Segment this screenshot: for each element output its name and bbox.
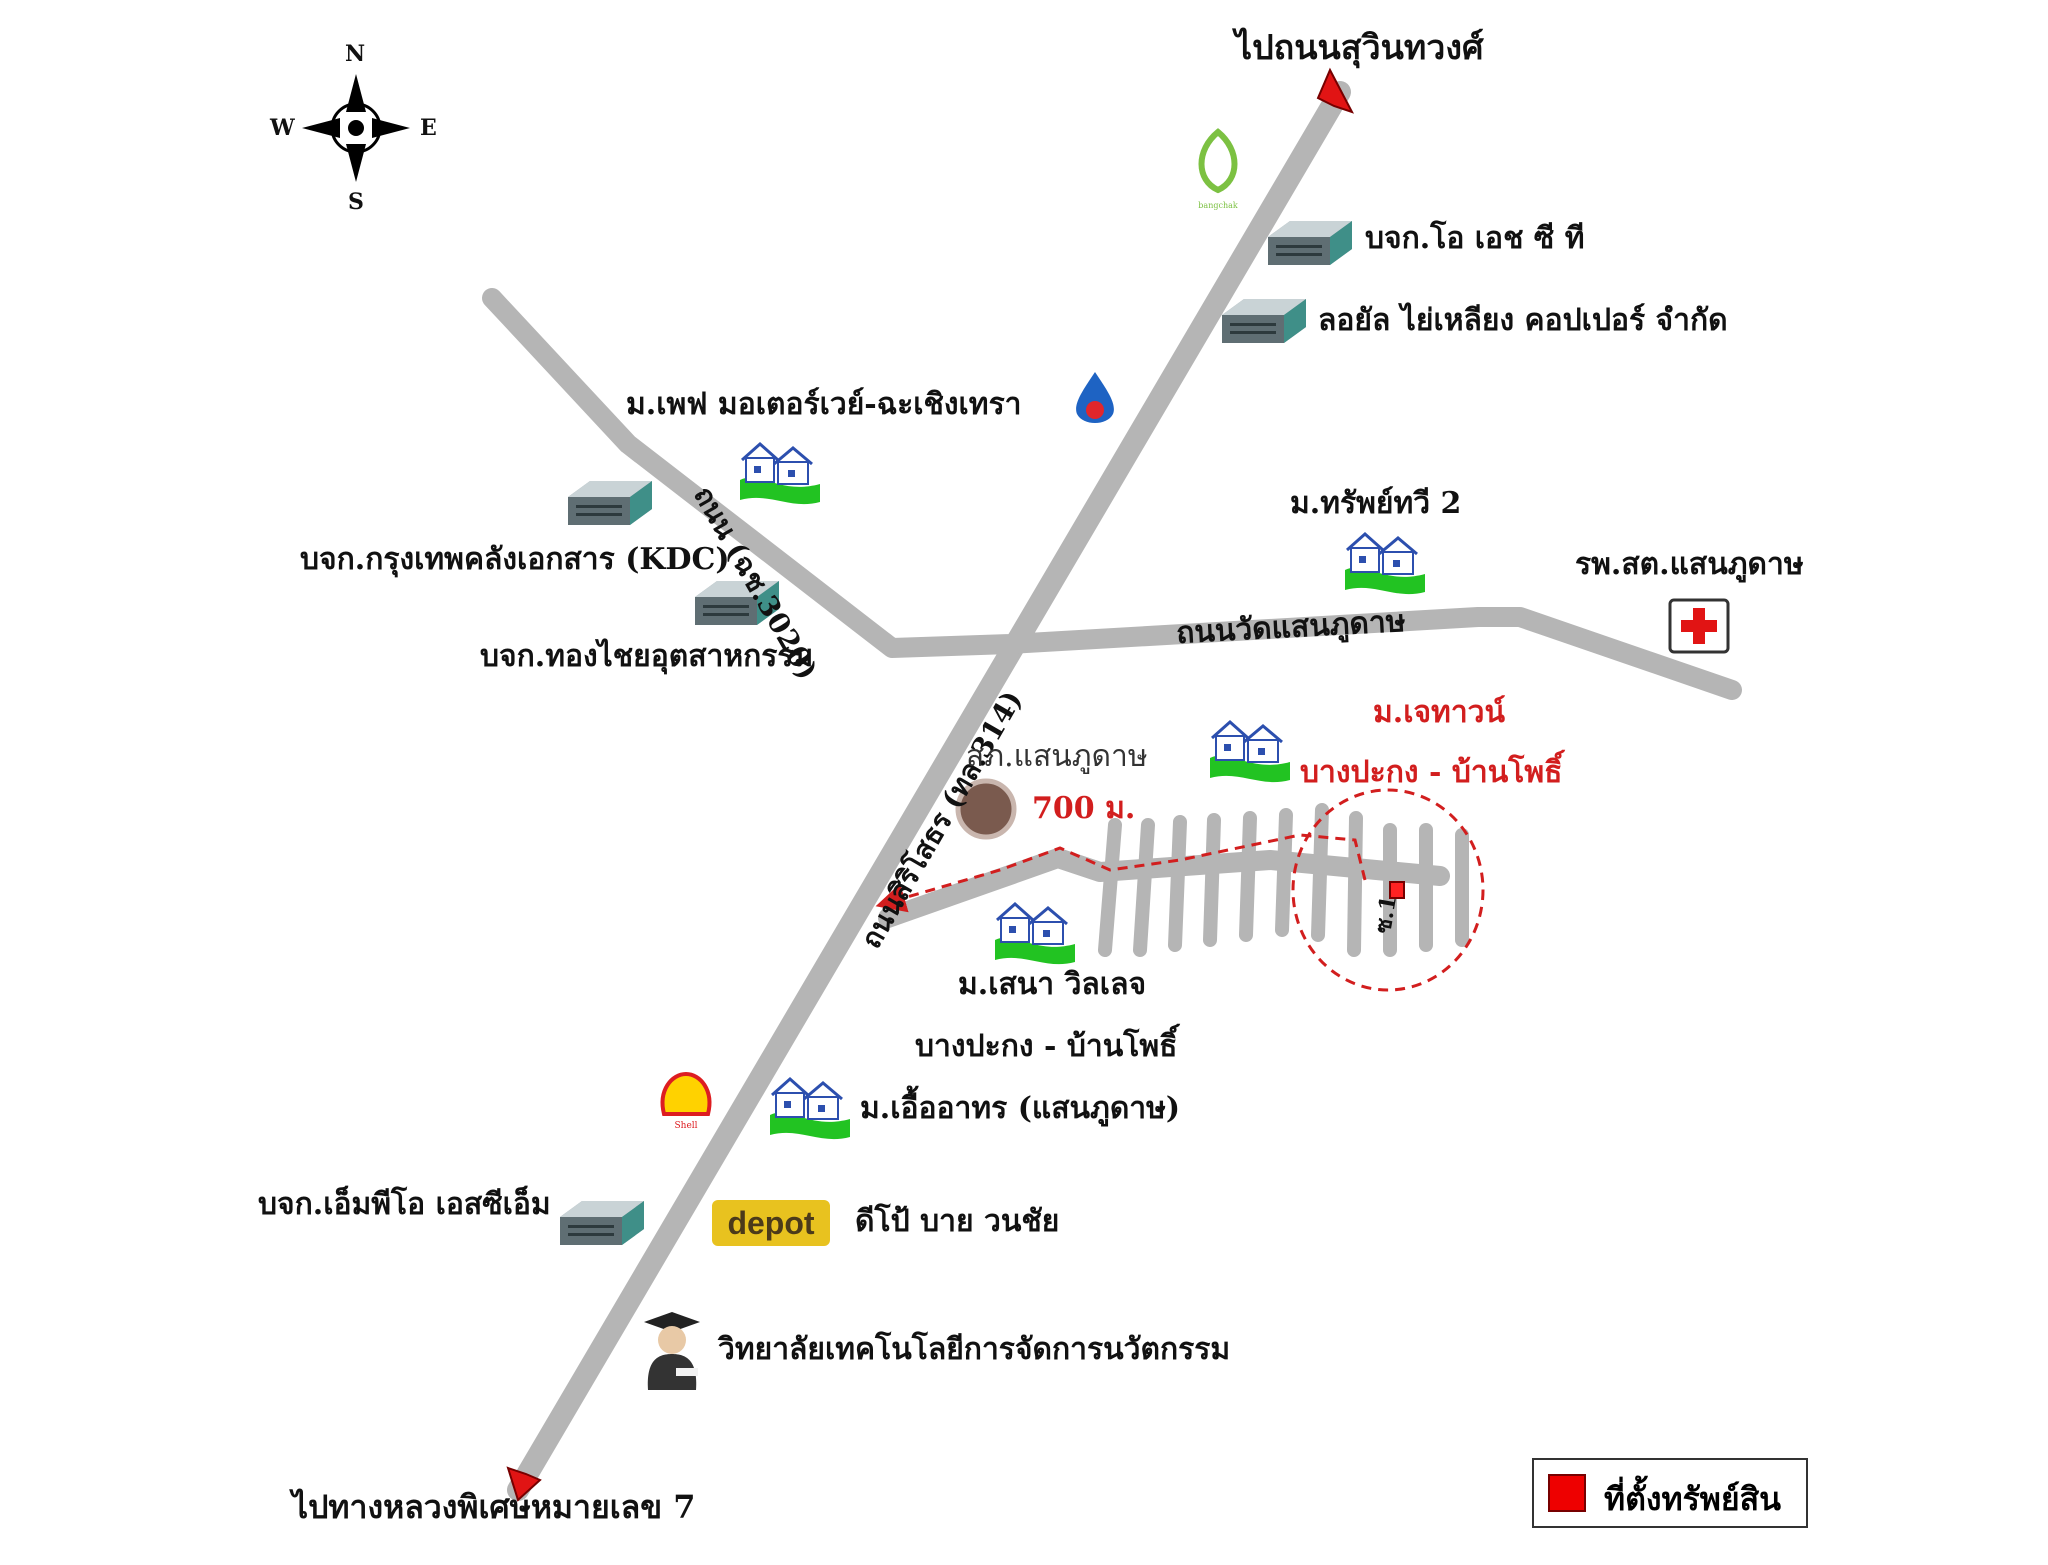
shell-logo-icon: Shell [660,1071,712,1131]
jtown-label: ม.เจทาวน์ [1373,695,1506,730]
compass-west: W [270,115,295,141]
hospital-icon [1668,598,1730,654]
property-marker [1389,881,1405,899]
legend: ที่ตั้งทรัพย์สิน [1532,1458,1808,1528]
oht-label: บจก.โอ เอช ซี ที [1365,221,1585,256]
house-icon [768,1077,852,1141]
hospital-label: รพ.สต.แสนภูดาษ [1575,547,1804,582]
sena-sub-label: บางปะกง - บ้านโพธิ์ [915,1029,1178,1064]
house-icon [738,442,822,506]
bangchak-logo-icon: bangchak [1198,128,1238,210]
depot-logo-icon: depot [712,1200,830,1246]
warehouse-icon [560,1201,644,1245]
house-icon [993,902,1077,966]
college-label: วิทยาลัยเทคโนโลยีการจัดการนวัตกรรม [718,1332,1231,1367]
warehouse-icon [1268,221,1352,265]
legend-swatch [1548,1474,1586,1512]
police-label: สภ.แสนภูดาษ [966,739,1148,774]
sap-label: ม.ทรัพย์ทวี 2 [1290,486,1462,521]
sena-label: ม.เสนา วิลเลจ [958,967,1147,1002]
kdc-label: บจก.กรุงเทพคลังเอกสาร (KDC) [300,542,730,577]
warehouse-icon [568,481,652,525]
graduate-icon [644,1312,700,1390]
svg-text:depot: depot [727,1205,814,1241]
warehouse-icon [1222,299,1306,343]
ptt-logo-icon [1076,372,1114,423]
thongchai-label: บจก.ทองไชยอุตสาหกรรม [480,639,814,674]
north-destination-arrow [1316,67,1355,114]
secondary-road-line [482,288,1742,700]
house-icon [1343,532,1427,596]
roads [482,81,1742,1501]
south-destination-label: ไปทางหลวงพิเศษหมายเลข 7 [292,1488,696,1526]
compass-north: N [345,41,366,67]
depot-label: ดีโป้ บาย วนชัย [855,1204,1060,1239]
main-road-line [507,81,1351,1501]
svg-text:bangchak: bangchak [1198,201,1238,210]
legend-label: ที่ตั้งทรัพย์สิน [1604,1480,1782,1518]
distance-label: 700 ม. [1032,791,1136,826]
compass-south: S [348,189,364,215]
north-destination-label: ไปถนนสุวินทวงศ์ [1235,28,1484,68]
soi-label: ซ.1 [1369,893,1403,936]
jtown-sub-label: บางปะกง - บ้านโพธิ์ [1300,755,1563,790]
royal-label: ลอยัล ไย่เหลียง คอปเปอร์ จำกัด [1318,303,1728,338]
route-dashed-line [875,833,1367,913]
perfect-label: ม.เพฟ มอเตอร์เวย์-ฉะเชิงเทรา [626,387,1022,422]
police-station-icon [955,778,1017,840]
branch-streets [1098,803,1469,957]
mpo-label: บจก.เอ็มพีโอ เอสซีเอ็ม [258,1187,551,1222]
compass-east: E [420,115,437,141]
property-area-circle [1291,788,1485,992]
svg-text:Shell: Shell [674,1121,697,1131]
compass-rose [302,74,410,182]
eua-label: ม.เอื้ออาทร (แสนภูดาษ) [860,1091,1181,1126]
house-icon [1208,720,1292,784]
south-destination-arrow [506,1466,542,1502]
